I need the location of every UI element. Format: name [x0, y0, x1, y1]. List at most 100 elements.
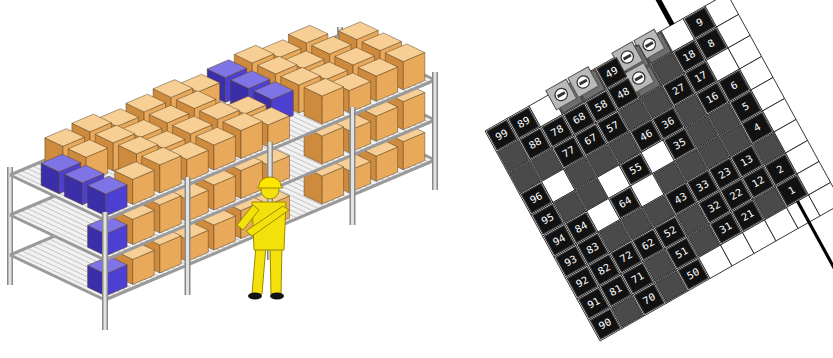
- cell-number: 12: [750, 175, 766, 190]
- roller: [10, 215, 105, 260]
- box: [88, 176, 128, 216]
- cell-number: 23: [717, 166, 733, 181]
- box-top: [142, 147, 182, 165]
- conveyor-shelf: [10, 35, 435, 220]
- cell-number: 99: [494, 128, 510, 143]
- cell-number: 78: [549, 124, 565, 139]
- box-top: [72, 114, 112, 132]
- cell-number: 33: [695, 179, 711, 194]
- rack-legs: [105, 72, 435, 330]
- cell-number: 62: [640, 237, 656, 252]
- cell-number: 67: [583, 132, 599, 147]
- box-top: [207, 60, 247, 78]
- cell-number: 83: [585, 241, 601, 256]
- cell-number: 58: [593, 99, 609, 114]
- cell-number: 81: [608, 283, 624, 298]
- box-top: [254, 82, 293, 100]
- rack-leg: [186, 177, 189, 295]
- box-group: [41, 22, 425, 216]
- box-top: [362, 33, 402, 51]
- box-top: [231, 71, 271, 89]
- conveyor-line: [629, 0, 672, 25]
- box-top: [234, 45, 273, 63]
- box-top: [41, 154, 81, 172]
- box-top: [258, 56, 298, 74]
- cell-number: 5: [741, 101, 751, 113]
- rack-leg: [351, 107, 354, 225]
- cell-number: 95: [540, 212, 556, 227]
- robot-icon: [619, 49, 636, 66]
- rack-leg: [432, 72, 438, 190]
- box-top: [200, 102, 240, 120]
- cell-number: 82: [596, 262, 612, 277]
- cell-number: 88: [527, 136, 543, 151]
- box-top: [176, 91, 216, 109]
- hard-hat: [257, 177, 283, 188]
- cell-number: 36: [660, 116, 676, 131]
- cell-number: 1: [787, 185, 797, 197]
- box: [304, 78, 344, 124]
- cell-number: 9: [695, 17, 705, 29]
- box-top: [288, 25, 328, 43]
- shelf-rail: [10, 35, 340, 175]
- cell-number: 21: [740, 208, 756, 223]
- cell-number: 68: [571, 111, 587, 126]
- rack-leg: [102, 212, 108, 330]
- box-top: [45, 129, 85, 147]
- cell-number: 4: [752, 122, 762, 134]
- cell-number: 48: [615, 86, 631, 101]
- box-top: [95, 125, 135, 143]
- cell-number: 92: [574, 275, 590, 290]
- grid-cell: [809, 182, 833, 216]
- cell-number: 17: [693, 70, 709, 85]
- cell-number: 35: [672, 137, 688, 152]
- box-top: [339, 22, 379, 40]
- cell-number: 64: [617, 195, 633, 210]
- box-top: [126, 94, 166, 112]
- cell-number: 93: [563, 254, 579, 269]
- worker: [237, 177, 289, 300]
- cell-number: 32: [706, 200, 722, 215]
- cell-number: 49: [604, 65, 620, 80]
- cell-number: 94: [551, 233, 567, 248]
- cell-number: 71: [630, 271, 646, 286]
- cell-number: 2: [775, 164, 785, 176]
- worker-arm: [237, 205, 259, 230]
- cell-number: 43: [673, 191, 689, 206]
- robot-icon: [634, 75, 643, 82]
- box-top: [312, 36, 352, 54]
- robot-box-top: [568, 67, 599, 98]
- cell-number: 77: [561, 145, 577, 160]
- worker-leg: [270, 245, 282, 294]
- cell-number: 57: [605, 120, 621, 135]
- rack-leg: [7, 167, 13, 285]
- shelf-rail: [10, 215, 105, 260]
- rack-leg: [185, 177, 191, 295]
- box-top: [149, 105, 189, 123]
- cell-number: 13: [739, 154, 755, 169]
- box-top: [68, 140, 108, 158]
- worker-boot: [248, 293, 262, 300]
- robot-icon: [645, 41, 654, 48]
- rack-leg: [9, 167, 12, 285]
- box-top: [88, 176, 128, 194]
- box-top: [223, 113, 263, 131]
- rack-leg: [434, 72, 437, 190]
- cell-number: 27: [671, 82, 687, 97]
- box-top: [304, 78, 344, 96]
- robot-icon: [623, 54, 632, 61]
- worker-boot: [270, 293, 284, 300]
- cell-number: 55: [628, 162, 644, 177]
- cell-number: 89: [516, 115, 532, 130]
- robot-icon: [630, 70, 647, 87]
- roller: [16, 253, 111, 298]
- cell-number: 50: [685, 267, 701, 282]
- shelf-plane: [10, 35, 435, 220]
- cell-number: 72: [618, 250, 634, 265]
- rack-leg: [104, 212, 107, 330]
- path-cell: [576, 179, 607, 210]
- cell-number: 51: [674, 246, 690, 261]
- cell-number: 52: [662, 225, 678, 240]
- cell-number: 96: [528, 191, 544, 206]
- box-top: [64, 165, 104, 183]
